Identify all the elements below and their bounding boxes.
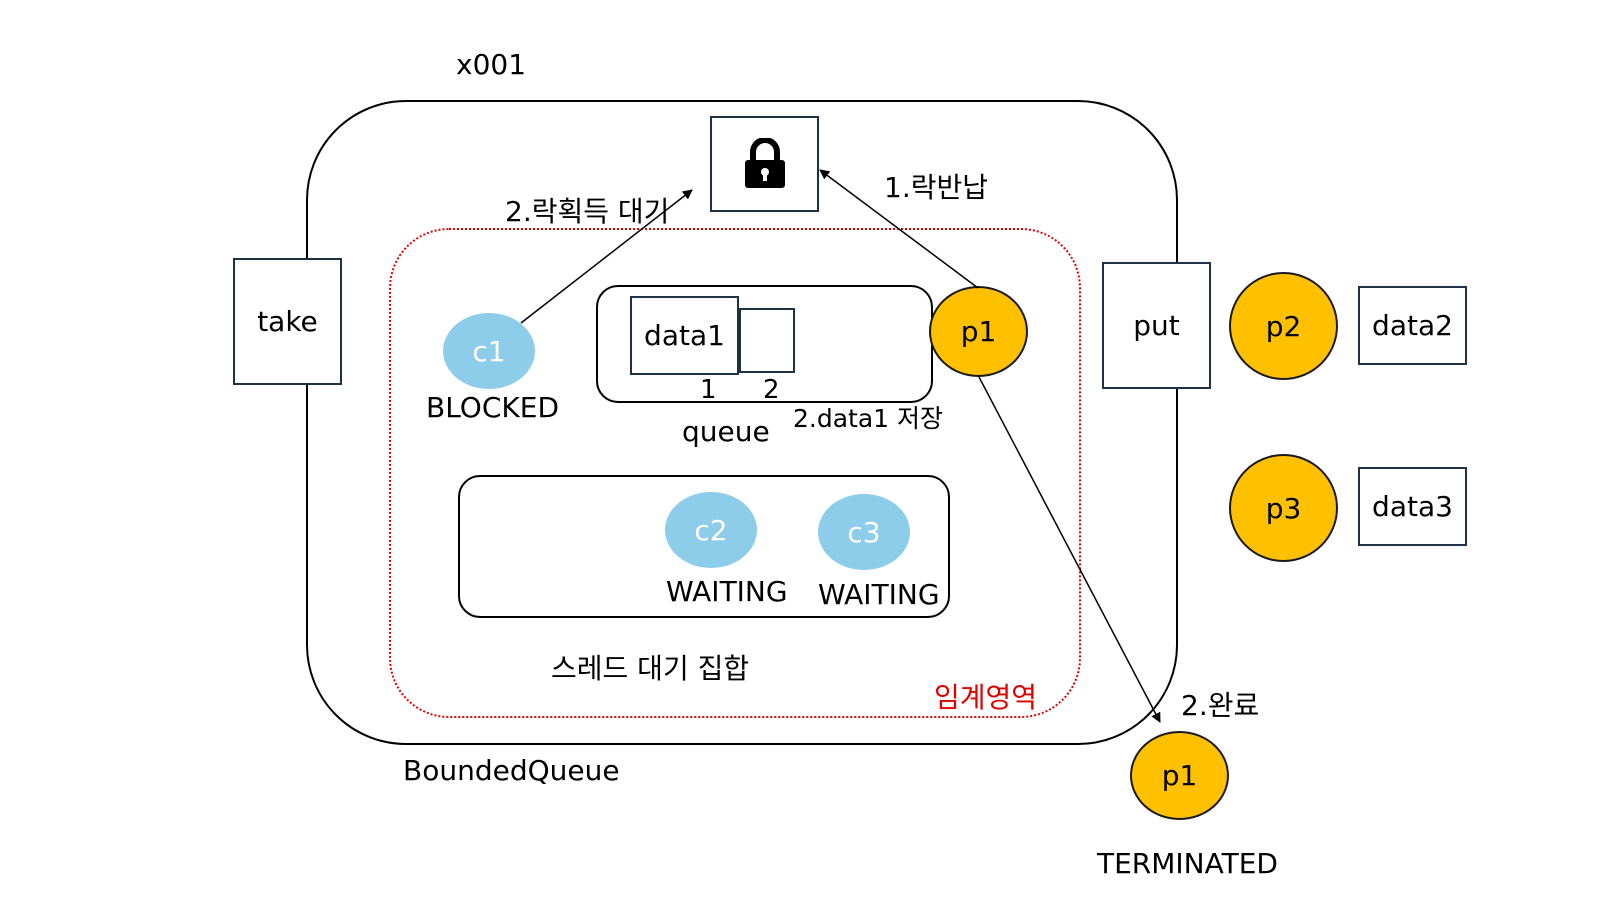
step-wait-lock: 2.락획득 대기 (505, 195, 670, 228)
thread-p3: p3 (1229, 454, 1338, 562)
take-method[interactable]: take (233, 258, 342, 385)
step-release-lock: 1.락반납 (884, 171, 988, 204)
lock-box (710, 116, 819, 212)
thread-c3: c3 (818, 494, 910, 570)
wait-set-container (458, 475, 950, 618)
thread-c2-state: WAITING (666, 575, 788, 608)
object-ref-label: x001 (456, 48, 527, 81)
class-label: BoundedQueue (403, 754, 620, 787)
wait-set-label: 스레드 대기 집합 (551, 652, 750, 685)
critical-section-label: 임계영역 (934, 681, 1038, 714)
queue-index-2: 2 (763, 375, 780, 405)
thread-p2: p2 (1229, 272, 1338, 380)
queue-slot-2 (739, 308, 795, 373)
thread-c3-state: WAITING (818, 578, 940, 611)
step-store-data: 2.data1 저장 (793, 404, 944, 433)
thread-p1-terminated-state: TERMINATED (1097, 847, 1278, 880)
data3-box: data3 (1358, 467, 1467, 546)
thread-c1: c1 (443, 313, 535, 389)
lock-icon (744, 138, 785, 188)
thread-p1-active: p1 (929, 286, 1028, 377)
put-method[interactable]: put (1102, 262, 1211, 389)
queue-index-1: 1 (700, 375, 717, 405)
queue-label: queue (682, 415, 770, 448)
thread-c2: c2 (665, 492, 757, 568)
thread-p1-terminated: p1 (1130, 731, 1229, 820)
queue-slot-1: data1 (630, 296, 739, 375)
step-complete: 2.완료 (1181, 689, 1260, 722)
bounded-queue-instance (306, 100, 1178, 745)
thread-c1-state: BLOCKED (426, 391, 560, 424)
data2-box: data2 (1358, 286, 1467, 365)
